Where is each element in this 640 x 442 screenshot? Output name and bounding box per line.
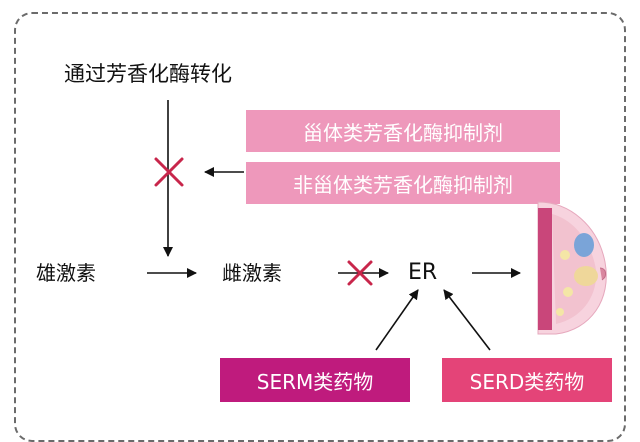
serd-box: SERD类药物: [442, 358, 612, 402]
steroidal-ai-box: 甾体类芳香化酶抑制剂: [246, 110, 560, 152]
breast-illustration: [537, 201, 607, 335]
estrogen-label: 雌激素: [222, 261, 282, 285]
nonsteroidal-ai-box: 非甾体类芳香化酶抑制剂: [246, 162, 560, 204]
serd-to-er-arrow: [443, 289, 491, 351]
er-label: ER: [408, 260, 438, 285]
serm-box: SERM类药物: [220, 358, 410, 402]
androgen-label: 雄激素: [36, 261, 96, 285]
er-block-cross-icon: [347, 260, 373, 286]
aromatase-conversion-label: 通过芳香化酶转化: [64, 62, 232, 86]
diagram-arrows: [147, 100, 607, 351]
serm-to-er-arrow: [375, 289, 419, 351]
conversion-block-cross-icon: [154, 157, 184, 187]
